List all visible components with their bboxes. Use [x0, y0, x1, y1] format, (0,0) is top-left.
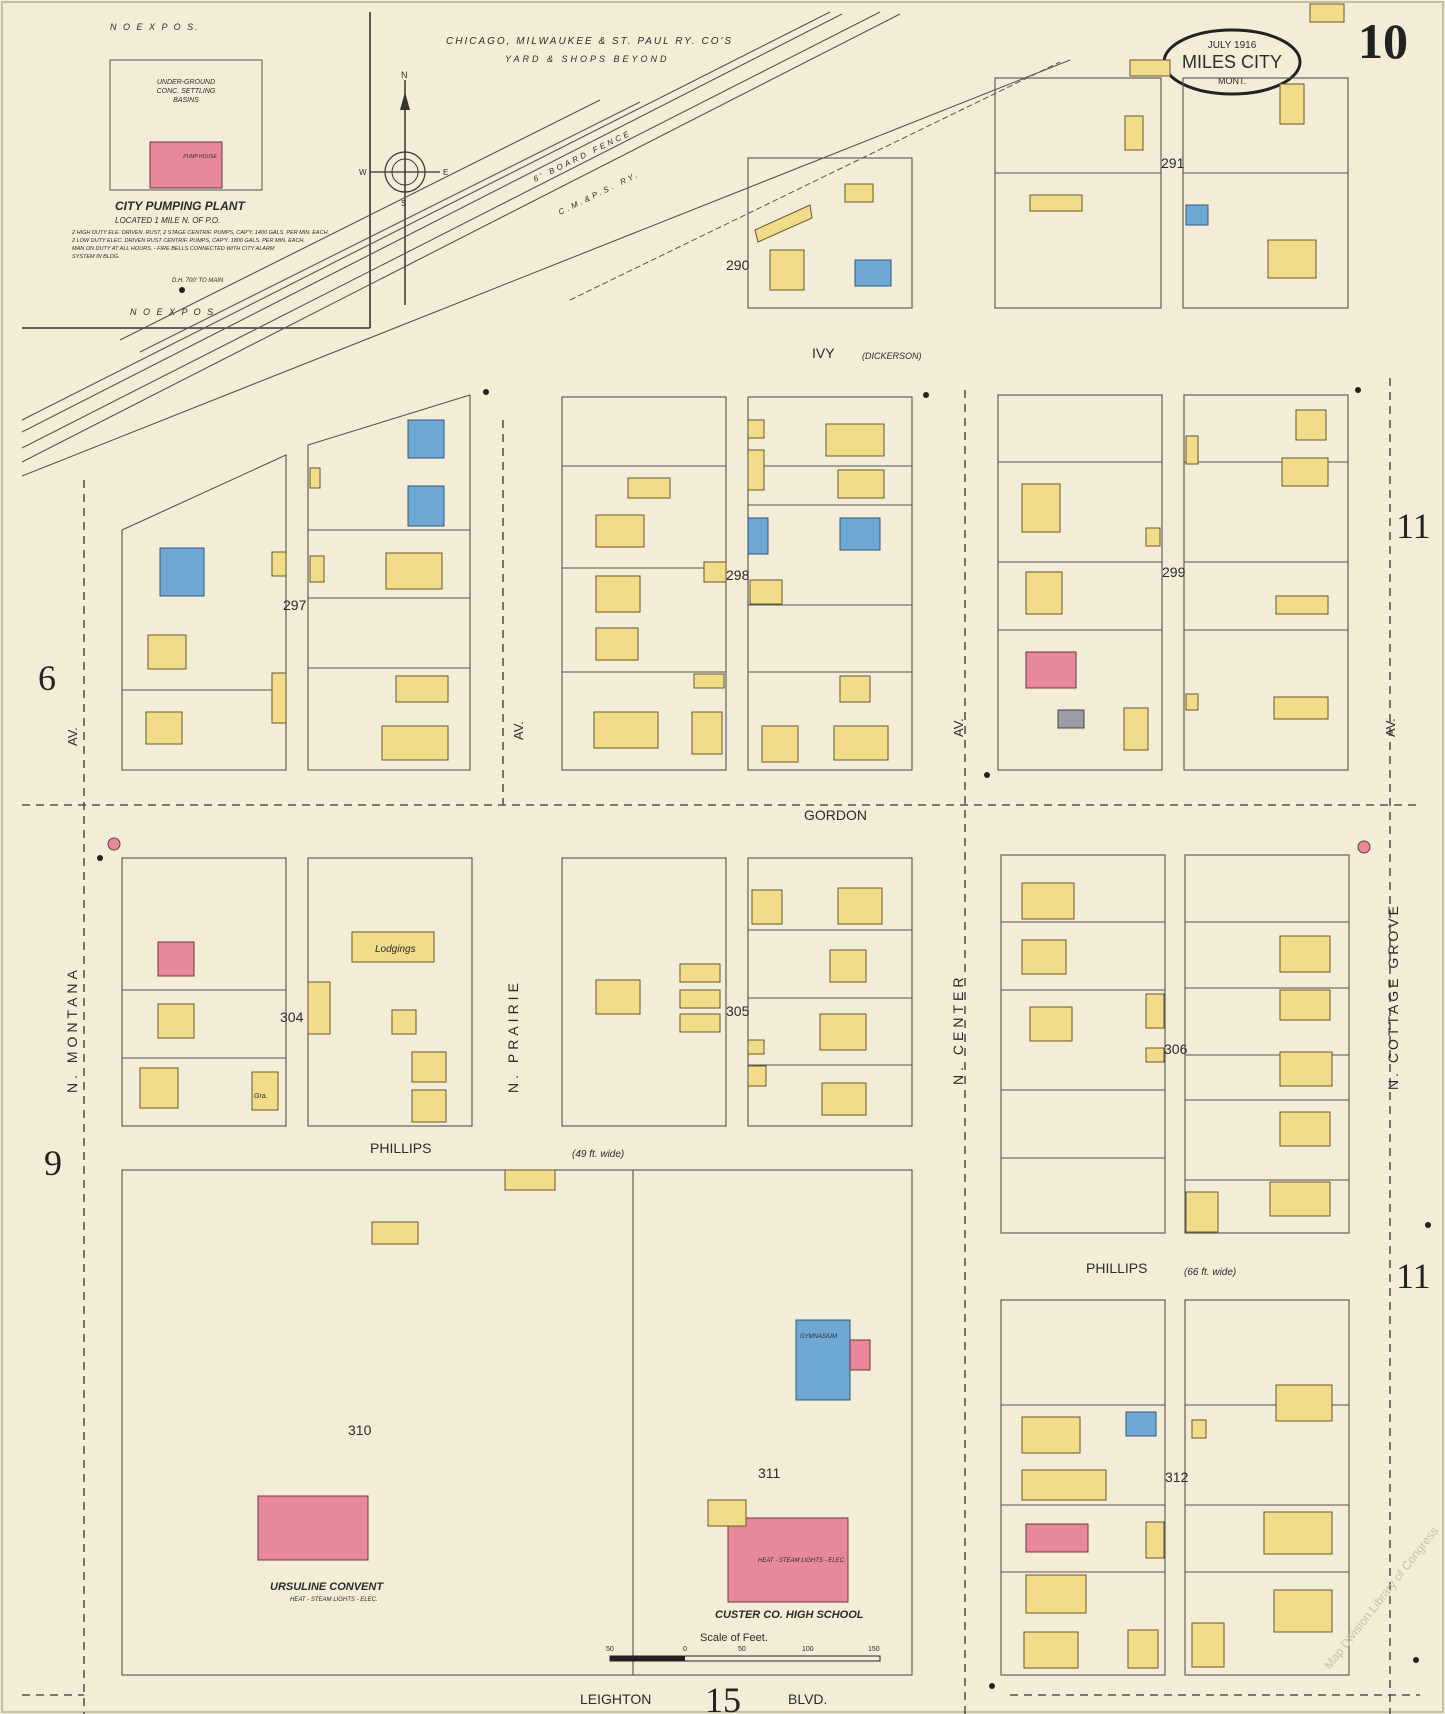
adjoin-11-bottom: 11 [1396, 1256, 1431, 1296]
label-ursuline-convent: URSULINE CONVENT [270, 1581, 384, 1593]
sheet-number: 10 [1358, 13, 1408, 69]
inset-no-expos-top: N O E X P O S. [110, 22, 200, 32]
street-blvd: BLVD. [788, 1691, 827, 1707]
adjoin-11-top: 11 [1396, 506, 1431, 546]
inset-hydrant [179, 287, 185, 293]
block-310: 310 [348, 1422, 372, 1438]
street-phillips-left-width: (49 ft. wide) [572, 1149, 624, 1160]
pump-house-label: PUMP HOUSE [183, 154, 217, 160]
street-prairie: N. PRAIRIE [505, 979, 521, 1093]
street-leighton: LEIGHTON [580, 1691, 651, 1707]
block-311: 311 [758, 1465, 781, 1481]
gymnasium-building [795, 1319, 851, 1401]
adjoin-9: 9 [44, 1143, 62, 1183]
label-high-school: CUSTER CO. HIGH SCHOOL [715, 1609, 864, 1621]
label-ursuline-sub: HEAT - STEAM LIGHTS - ELEC. [290, 1597, 378, 1603]
adjoin-6: 6 [38, 658, 56, 698]
inset-note-1: 2 HIGH DUTY ELE. DRIVEN. RUST, 2 STAGE C… [71, 230, 329, 236]
street-center: N. CENTER [950, 974, 966, 1085]
pump-house-building [149, 141, 223, 189]
inset-subtitle: LOCATED 1 MILE N. OF P.O. [115, 216, 220, 225]
inset-note-2: 2 LOW DUTY ELEC. DRIVEN RUST CENTRIF. PU… [71, 238, 305, 244]
street-labels: IVY (DICKERSON) GORDON PHILLIPS (49 ft. … [64, 345, 1401, 1707]
scale-title: Scale of Feet. [700, 1632, 768, 1644]
street-phillips-right-width: (66 ft. wide) [1184, 1267, 1236, 1278]
street-phillips-left: PHILLIPS [370, 1140, 431, 1156]
ursuline-convent-building [257, 1495, 369, 1561]
inset-title: CITY PUMPING PLANT [115, 199, 246, 213]
inset-note-4: SYSTEM IN BLDG. [72, 254, 120, 260]
pumping-plant-inset: N O E X P O S. N O E X P O S. UNDER-GROU… [22, 12, 371, 329]
inset-hydrant-note: D.H. 700' TO MAIN [172, 278, 224, 284]
scale-tick-2: 50 [738, 1646, 746, 1653]
label-gymnasium: GYMNASIUM [800, 1334, 837, 1340]
basin-label-3: BASINS [173, 97, 199, 104]
sheet-state: MONT. [1218, 76, 1246, 86]
block-306: 306 [1164, 1041, 1188, 1057]
block-298: 298 [726, 567, 750, 583]
railroad-label-1: CHICAGO, MILWAUKEE & ST. PAUL RY. CO'S [446, 36, 733, 47]
scale-tick-1: 0 [683, 1646, 687, 1653]
adjoin-15: 15 [705, 1680, 741, 1714]
adjoining-sheets: 6 9 11 11 15 [38, 506, 1431, 1714]
label-lodgings: Lodgings [375, 944, 416, 955]
street-av-3: AV. [951, 718, 966, 737]
stone-building-297 [159, 547, 205, 597]
block-304: 304 [280, 1009, 304, 1025]
inset-no-expos-bottom: N O E X P O S. [130, 307, 220, 317]
block-290: 290 [726, 257, 750, 273]
block-numbers: 297 298 299 290 291 304 305 306 310 311 … [280, 155, 1189, 1485]
label-garage: Gra. [254, 1093, 268, 1100]
street-phillips-right: PHILLIPS [1086, 1260, 1147, 1276]
block-291: 291 [1161, 155, 1185, 171]
sheet-city: MILES CITY [1182, 52, 1282, 72]
block-297: 297 [283, 597, 307, 613]
compass-s: S [401, 199, 406, 208]
street-gordon: GORDON [804, 807, 867, 823]
buildings [139, 3, 1345, 1669]
compass-e: E [443, 168, 448, 177]
street-av-2: AV. [511, 721, 526, 740]
street-av-4: AV. [1383, 718, 1398, 737]
scale-tick-0: 50 [606, 1646, 614, 1653]
settling-basin [109, 59, 263, 191]
street-lines [22, 378, 1420, 1714]
hydrants [97, 387, 1431, 1689]
scale-tick-4: 150 [868, 1646, 880, 1653]
railroad-label-2: YARD & SHOPS BEYOND [505, 54, 670, 64]
street-montana: N. MONTANA [64, 966, 80, 1093]
block-299: 299 [1162, 564, 1186, 580]
scale-bar: Scale of Feet. 50 0 50 100 150 [606, 1632, 881, 1662]
compass-w: W [359, 168, 367, 177]
label-high-school-sub: HEAT - STEAM LIGHTS - ELEC. [758, 1558, 846, 1564]
street-av-1: AV. [65, 727, 80, 746]
high-school-building [727, 1517, 849, 1603]
basin-label-2: CONC. SETTLING [157, 88, 216, 95]
compass-n: N [401, 70, 408, 80]
building-labels: Lodgings URSULINE CONVENT HEAT - STEAM L… [254, 944, 864, 1621]
basin-label-1: UNDER-GROUND [157, 79, 215, 86]
street-ivy: IVY [812, 345, 835, 361]
compass-rose: N W E S [359, 70, 448, 305]
block-outlines [121, 77, 1350, 1676]
block-312: 312 [1165, 1469, 1189, 1485]
sheet-date: JULY 1916 [1208, 40, 1257, 51]
scale-tick-3: 100 [802, 1646, 814, 1653]
street-ivy-alt: (DICKERSON) [862, 351, 922, 361]
street-cottage-grove: N. COTTAGE GROVE [1385, 903, 1401, 1090]
block-305: 305 [726, 1003, 750, 1019]
inset-note-3: MAN ON DUTY AT ALL HOURS. - FIRE BELLS C… [72, 246, 275, 252]
